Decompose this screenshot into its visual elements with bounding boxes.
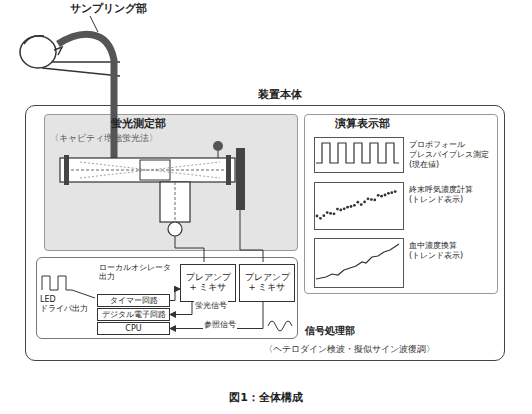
display-box: 演算表示部プロポフォール ブレスバイブレス測定 (現在値)終末呼気濃度計算 (ト… [304,114,498,294]
node-title: 終末呼気濃度計算 (トレンド表示) [409,185,497,205]
graph-panel: 血中濃度換算 (トレンド表示) [314,238,404,288]
preamp-box: プレアンプ + ミキサ [239,264,295,302]
preamp-box: プレアンプ + ミキサ [180,264,236,302]
graph-panel: プロポフォール ブレスバイブレス測定 (現在値) [314,137,404,173]
signal-connector [170,289,180,301]
circuit-box: デジタル電子回路 [97,308,170,321]
part-label: ローカルオシレータ 出力 [99,263,175,281]
signal-connector [170,302,263,329]
signal-wire [175,236,204,262]
trend-line [316,244,399,279]
measurement-box: 蛍光測定部〈キャビティ増強蛍光法〉 [44,114,298,251]
part-label: LED ドライバ出力 [40,295,94,313]
signal-connector [170,302,192,315]
housing-box: 装置本体蛍光測定部〈キャビティ増強蛍光法〉演算表示部プロポフォール ブレスバイブ… [25,105,505,361]
waveform [316,143,399,163]
node-title: 装置本体 [258,89,302,102]
node-title: デジタル電子回路 [102,310,166,319]
patient-figure [20,36,120,76]
sampling-tube [58,34,114,165]
led-pulse-icon [42,276,72,290]
graph-panel: 終末呼気濃度計算 (トレンド表示) [314,182,404,230]
signal-wire [240,210,263,262]
node-subtitle: 〈キャビティ増強蛍光法〉 [50,133,158,143]
signal-label: 蛍光信号 [194,301,228,310]
node-title: タイマー回路 [110,296,158,305]
node-title: プレアンプ + ミキサ [240,273,294,293]
part-label: サンプリング部 [70,3,147,16]
leader-line [90,16,98,32]
signal-wire [72,290,95,298]
node-title: 演算表示部 [335,118,390,131]
node-title: 血中濃度換算 (トレンド表示) [409,241,497,261]
signal-label: 参照信号 [203,320,237,329]
figure-caption: 図1：全体構成 [0,390,532,405]
optical-bench [60,141,245,236]
node-title: プロポフォール ブレスバイブレス測定 (現在値) [409,140,497,170]
trend-dots [316,190,397,220]
sine-icon [268,321,292,331]
circuit-box: タイマー回路 [97,294,170,307]
node-title: CPU [125,324,141,333]
node-title: 信号処理部 [305,325,355,337]
circuit-box: CPU [97,322,170,335]
node-title: プレアンプ + ミキサ [181,273,235,293]
node-subtitle: 〈ヘテロダイン検波・擬似サイン波復調〉 [264,344,435,354]
node-title: 蛍光測定部 [111,118,166,131]
